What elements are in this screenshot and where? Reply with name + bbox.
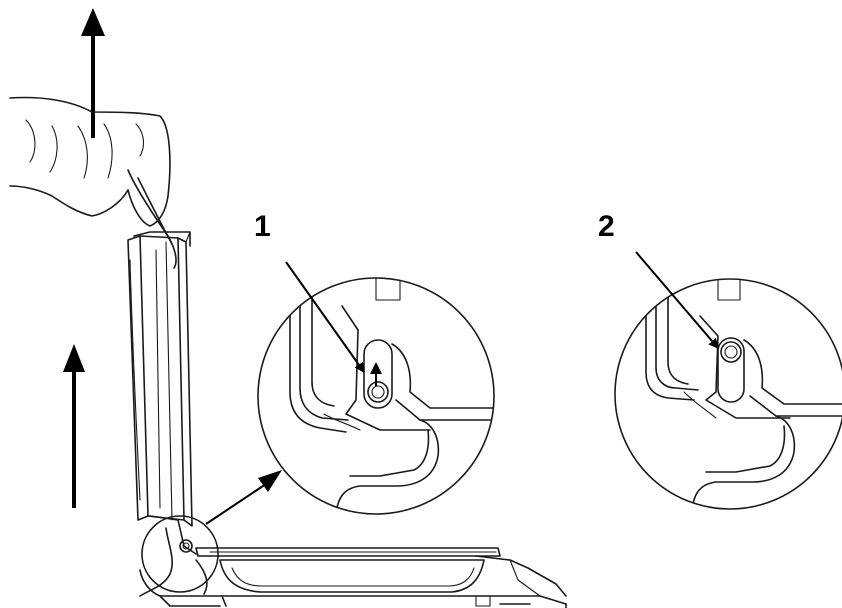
arrow-icon [205,470,282,525]
callout-number-2: 2 [598,210,615,243]
callout-1-leader [285,261,365,373]
callout-2-leader [635,251,719,349]
lift-arrow-left [63,344,85,508]
lift-arrow-top [81,8,105,138]
detail-circle-1 [257,277,495,515]
callout-number-1: 1 [254,210,271,243]
balance-unit [127,231,567,608]
detail-circle-2 [614,278,842,510]
